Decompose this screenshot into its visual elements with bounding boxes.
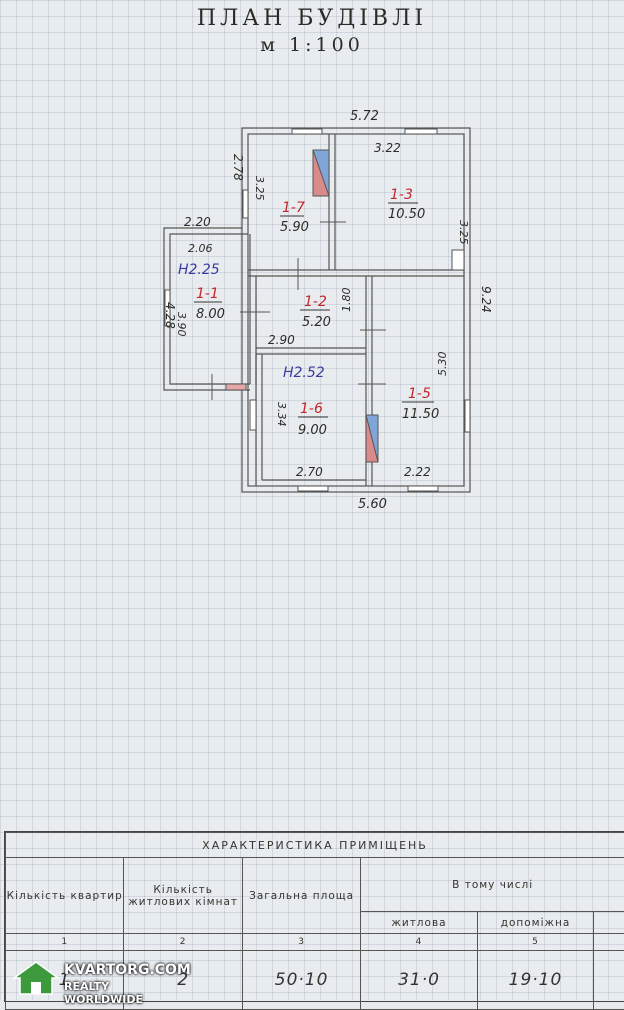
room-1-1: 2.06 H2.25 1-1 8.00 3.90	[175, 242, 225, 337]
watermark-brand: KVARTORG.COM	[64, 962, 191, 978]
room-1-2-id: 1-2	[304, 294, 327, 310]
col-blank	[594, 912, 624, 934]
room-1-1-height: H2.25	[178, 262, 220, 278]
dim-right-height: 9.24	[479, 286, 493, 313]
room-1-5-w: 2.22	[404, 465, 431, 479]
room-1-1-w: 2.06	[188, 242, 213, 255]
room-1-7-id: 1-7	[282, 200, 305, 216]
col-num-blank	[594, 934, 624, 951]
floor-plan: 5.72 5.60 2.20 4.28 2.78 9.24 3.25 1-7 5…	[0, 0, 624, 830]
room-1-5-area: 11.50	[402, 407, 439, 422]
room-1-1-area: 8.00	[196, 307, 225, 322]
room-1-5-id: 1-5	[408, 386, 431, 402]
col-num-2: 2	[124, 934, 242, 951]
room-1-5: 1-5 11.50 2.22 5.30	[402, 352, 449, 480]
room-1-2: 1-2 5.20 2.90 1.80	[268, 288, 353, 348]
room-1-6-id: 1-6	[300, 401, 323, 417]
dim-top-width: 5.72	[350, 109, 379, 124]
room-1-6: H2.52 1-6 9.00 2.70 3.34	[275, 365, 328, 479]
col-auxiliary-header: допоміжна	[477, 912, 594, 934]
room-1-3-h: 3.25	[457, 220, 470, 245]
room-1-1-h: 3.90	[175, 312, 188, 337]
room-1-7-area: 5.90	[280, 220, 309, 235]
col-group-header: В тому числі	[361, 858, 624, 912]
room-1-6-w: 2.70	[296, 465, 323, 479]
room-1-3-id: 1-3	[390, 187, 413, 203]
room-1-2-area: 5.20	[302, 315, 331, 330]
house-logo-icon	[12, 960, 60, 996]
room-1-7: 3.25 1-7 5.90	[253, 176, 309, 235]
room-1-5-h: 5.30	[436, 352, 449, 377]
room-1-2-h: 1.80	[340, 288, 353, 313]
dim-left-ext-height: 4.28	[163, 302, 177, 329]
room-1-6-area: 9.00	[298, 423, 327, 438]
col-rooms-header: Кількість житлових кімнат	[124, 858, 242, 934]
room-1-3-w: 3.22	[374, 141, 401, 155]
room-1-7-len: 3.25	[253, 176, 266, 201]
watermark-tagline: REALTY WORLDWIDE	[64, 980, 184, 1006]
value-living-area: 31·0	[361, 951, 477, 1010]
dim-small-left-height: 2.78	[231, 154, 245, 181]
room-1-1-id: 1-1	[196, 286, 219, 302]
watermark: KVARTORG.COM REALTY WORLDWIDE	[8, 960, 184, 996]
value-auxiliary-area: 19·10	[477, 951, 594, 1010]
dim-bottom-width: 5.60	[358, 497, 387, 512]
value-blank	[594, 951, 624, 1010]
room-1-6-h: 3.34	[275, 402, 288, 427]
col-num-3: 3	[242, 934, 360, 951]
col-total-area-header: Загальна площа	[242, 858, 360, 934]
room-1-3-area: 10.50	[388, 207, 425, 222]
room-1-3: 3.22 1-3 10.50 3.25	[374, 141, 470, 245]
col-living-header: житлова	[361, 912, 477, 934]
table-title: ХАРАКТЕРИСТИКА ПРИМІЩЕНЬ	[6, 833, 624, 858]
col-num-1: 1	[6, 934, 124, 951]
col-apartments-header: Кількість квартир	[6, 858, 124, 934]
value-total-area: 50·10	[242, 951, 360, 1010]
room-1-6-height: H2.52	[283, 365, 325, 381]
room-1-2-w: 2.90	[268, 333, 295, 347]
dim-left-ext-width: 2.20	[184, 215, 211, 229]
col-num-4: 4	[361, 934, 477, 951]
col-num-5: 5	[477, 934, 594, 951]
